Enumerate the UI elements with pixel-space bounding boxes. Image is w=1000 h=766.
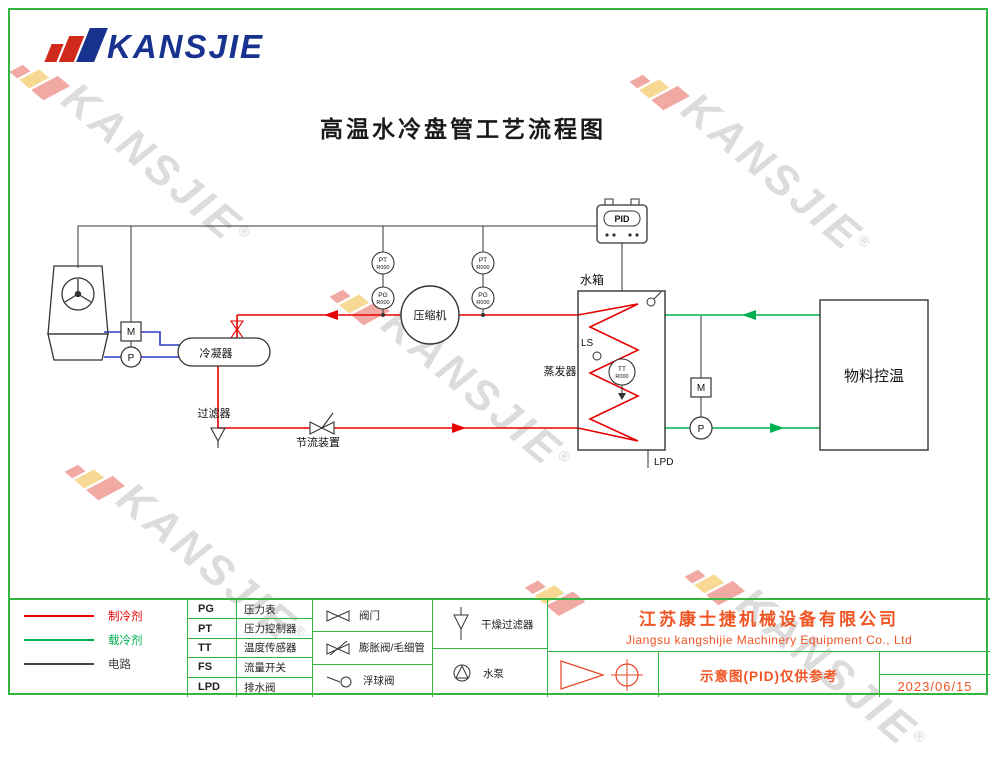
line-sample <box>24 639 94 641</box>
throttle-valve-icon <box>309 412 335 435</box>
legend-table: 制冷剂 载冷剂 电路 PG 压力表 PT 压力控制器 TT 温度传感器 FS 流… <box>10 598 990 697</box>
company-block: 江苏康士捷机械设备有限公司 Jiangsu kangshijie Machine… <box>548 600 990 652</box>
arrow-right-icon <box>452 423 466 433</box>
pid-drawing-page: { "page": { "title": "高温水冷盘管工艺流程图" }, "l… <box>8 8 990 757</box>
line-sample <box>24 663 94 665</box>
process-diagram: PID 水箱 LS 蒸发器 冷凝器 压缩机 过滤器 节流装置 物料控温 LPD … <box>47 198 929 468</box>
condenser-shape <box>177 337 271 367</box>
arrow-left-icon <box>742 310 756 320</box>
brand-name: KANSJIE <box>107 27 265 65</box>
evaporator-label: 蒸发器 <box>544 364 577 378</box>
legend-code-row: PT 压力控制器 <box>188 619 312 639</box>
float-switch-icon <box>646 297 656 307</box>
legend-symbol-row: 干燥过滤器 <box>433 600 547 649</box>
material-box-label: 物料控温 <box>844 368 904 385</box>
evaporator-coil <box>577 303 640 442</box>
pg-label: PG <box>378 292 387 299</box>
pid-label: PID <box>614 214 630 224</box>
flow-arrows <box>324 310 784 433</box>
legend-codes: PG 压力表 PT 压力控制器 TT 温度传感器 FS 流量开关 LPD 排水阀 <box>187 600 312 697</box>
material-box <box>819 299 929 451</box>
legend-device-symbols: 干燥过滤器 水泵 <box>432 600 547 697</box>
empty-cell <box>880 652 990 675</box>
projection-symbol-icon <box>560 658 643 691</box>
cooling-water-lines <box>104 331 182 358</box>
motor-label: M <box>127 327 135 338</box>
titleblock-bottom-row: 示意图(PID)仅供参考 2023/06/15 <box>548 652 990 697</box>
throttle-label: 节流装置 <box>296 435 340 449</box>
ls-label: LS <box>581 338 594 349</box>
coolant-lines <box>665 314 820 429</box>
r000-label: R000 <box>615 374 628 380</box>
valve-icon <box>326 609 350 622</box>
arrow-down-icon <box>618 393 626 400</box>
legend-line-refrigerant: 制冷剂 <box>24 608 143 624</box>
r000-label: R000 <box>376 265 389 271</box>
r000-label: R000 <box>376 300 389 306</box>
legend-valve-symbols: 阀门 膨胀阀/毛细管 浮球阀 <box>312 600 432 697</box>
compressor-shape <box>400 285 460 345</box>
company-name-en: Jiangsu kangshijie Machinery Equipment C… <box>625 633 913 647</box>
company-name-cn: 江苏康士捷机械设备有限公司 <box>639 610 899 629</box>
junction-dots <box>381 313 485 317</box>
arrow-right-icon <box>770 423 784 433</box>
pt-label: PT <box>479 257 487 264</box>
motor-label: M <box>697 383 705 394</box>
date-cell: 2023/06/15 <box>879 652 990 697</box>
legend-symbol-row: 阀门 <box>313 600 432 633</box>
lpd-label: LPD <box>654 457 673 468</box>
legend-code-row: PG 压力表 <box>188 600 312 620</box>
filter-label: 过滤器 <box>198 407 231 420</box>
legend-line-types: 制冷剂 载冷剂 电路 <box>10 600 187 697</box>
pump-circle <box>120 346 142 368</box>
filter-symbol <box>210 427 226 448</box>
water-tank <box>577 290 666 468</box>
water-pump-icon <box>453 664 471 682</box>
pump-circle <box>689 416 713 440</box>
legend-symbol-row: 膨胀阀/毛细管 <box>313 632 432 665</box>
motor-box <box>690 377 712 398</box>
legend-titleblock: 江苏康士捷机械设备有限公司 Jiangsu kangshijie Machine… <box>547 600 990 697</box>
diagram-labels: PID 水箱 LS 蒸发器 冷凝器 压缩机 过滤器 节流装置 物料控温 LPD … <box>127 214 904 468</box>
pt-label: PT <box>379 257 387 264</box>
expansion-valve-icon <box>326 640 350 656</box>
cooling-tower <box>47 265 109 361</box>
drawing-date: 2023/06/15 <box>897 679 973 694</box>
line-sample <box>24 615 94 617</box>
float-valve-icon <box>326 676 352 688</box>
legend-code-row: TT 温度传感器 <box>188 638 312 659</box>
condenser-label: 冷凝器 <box>200 346 233 360</box>
projection-symbol-cell <box>548 652 658 697</box>
brand-flags-icon <box>44 28 108 62</box>
drawing-note: 示意图(PID)仅供参考 <box>658 652 879 697</box>
legend-line-circuit: 电路 <box>24 656 131 672</box>
legend-symbol-row: 水泵 <box>433 649 547 697</box>
brand-logo: KANSJIE <box>44 27 265 65</box>
r000-label: R000 <box>476 300 489 306</box>
pg-label: PG <box>478 292 487 299</box>
legend-line-coolant: 载冷剂 <box>24 632 143 648</box>
motor-box <box>120 321 142 342</box>
drier-filter-icon <box>453 607 469 640</box>
arrow-left-icon <box>324 310 338 320</box>
fan-icon <box>61 277 95 311</box>
pid-controller <box>596 198 648 244</box>
legend-symbol-row: 浮球阀 <box>313 665 432 697</box>
legend-code-row: LPD 排水阀 <box>188 677 312 697</box>
pump-label: P <box>698 424 705 435</box>
level-switch-icon <box>592 351 602 361</box>
compressor-label: 压缩机 <box>414 308 447 322</box>
page-title: 高温水冷盘管工艺流程图 <box>320 116 606 142</box>
pressure-gauges <box>371 251 495 310</box>
legend-code-row: FS 流量开关 <box>188 658 312 678</box>
page-border <box>8 8 988 695</box>
r000-label: R000 <box>476 265 489 271</box>
pump-label: P <box>128 353 135 364</box>
tt-label: TT <box>618 366 626 373</box>
water-tank-label: 水箱 <box>580 272 604 287</box>
